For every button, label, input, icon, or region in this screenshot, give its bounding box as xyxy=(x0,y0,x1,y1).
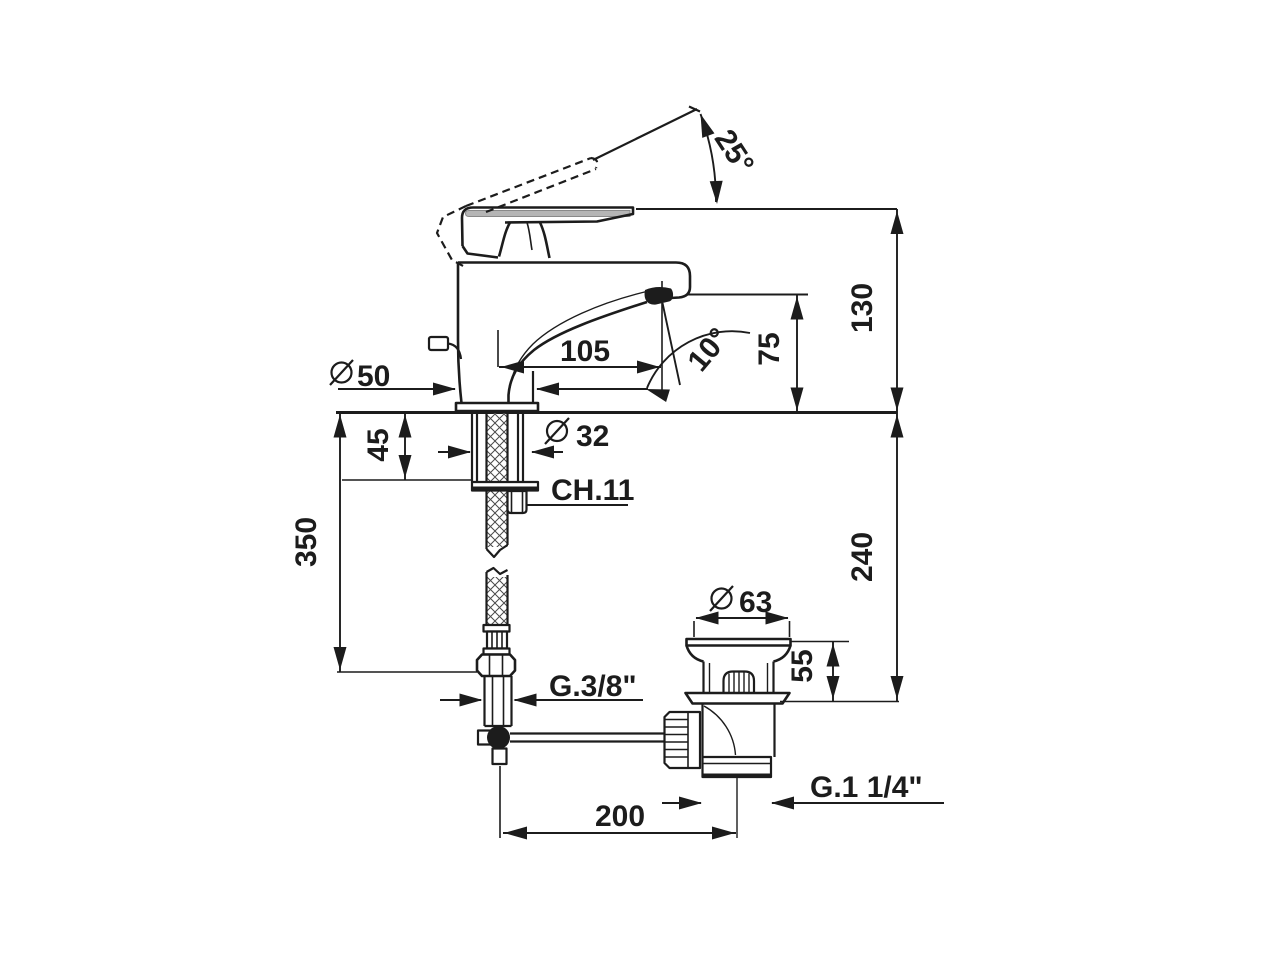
flex-hose-upper xyxy=(487,413,508,547)
diameter-symbol xyxy=(329,359,354,386)
handle-raised-dashed xyxy=(435,156,599,268)
dim-waste-cap-diameter: 63 xyxy=(739,586,772,619)
waste-cap xyxy=(685,637,792,647)
stream-line xyxy=(661,302,681,386)
mixer-body xyxy=(458,261,692,300)
dim-base-diameter: 50 xyxy=(357,360,390,393)
dim-height-above-deck: 130 xyxy=(846,283,879,333)
waste-flange xyxy=(684,691,791,705)
pop-up-rod-knob xyxy=(427,335,450,352)
waste-rod-nut xyxy=(663,710,702,770)
dim-waste-top-height: 55 xyxy=(786,649,819,682)
dim-rod-to-waste: 200 xyxy=(595,800,645,833)
diameter-symbol xyxy=(709,585,734,612)
dim-spout-height: 75 xyxy=(753,332,786,365)
handle-top-surface xyxy=(464,210,631,217)
diameter-symbol xyxy=(544,417,570,445)
pop-up-waste xyxy=(663,637,792,838)
horizontal-rod xyxy=(510,732,664,743)
dim-hose-thread: G.3/8" xyxy=(549,670,637,703)
dim-spout-reach: 105 xyxy=(560,335,610,368)
angle-reference-line xyxy=(592,108,698,161)
waste-body xyxy=(701,703,776,757)
dim-deck-thickness: 45 xyxy=(362,428,395,461)
dim-waste-thread: G.1 1/4" xyxy=(810,771,923,804)
fixing-nut xyxy=(506,489,528,515)
dim-shank-diameter: 32 xyxy=(576,420,609,453)
hose-hex-nut xyxy=(475,653,517,678)
mounting-shank xyxy=(470,413,525,482)
dim-handle-angle: 25° xyxy=(708,124,760,180)
handle-lever xyxy=(460,206,635,247)
dim-height-below-deck: 240 xyxy=(846,532,879,582)
dimension-annotations: 105 75 130 240 45 350 55 25° 10° 50 32 6… xyxy=(290,111,944,840)
flex-hose-lower xyxy=(487,577,508,625)
hose-thread-end xyxy=(483,676,513,728)
ball-joint xyxy=(487,726,510,749)
aerator-outlet xyxy=(644,287,674,305)
rod-end xyxy=(491,747,508,766)
dim-hose-length: 350 xyxy=(290,517,323,567)
dim-nut-wrench-size: CH.11 xyxy=(551,474,634,507)
base-plate xyxy=(454,401,540,413)
below-deck-assembly xyxy=(336,411,897,766)
